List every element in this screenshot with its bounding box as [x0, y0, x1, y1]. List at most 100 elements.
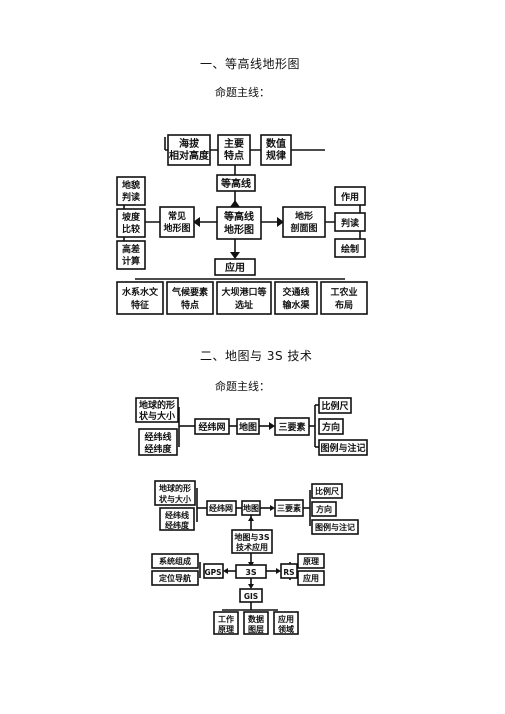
node-landform	[116, 176, 146, 206]
node-earth-shape-line2: 状与大小	[139, 410, 175, 422]
node-system-composition	[151, 553, 199, 569]
node-hydrology	[116, 281, 164, 315]
section2-subtitle: 命题主线：	[215, 380, 270, 393]
node-gis-data	[243, 611, 269, 635]
node-gis-label: GIS	[244, 592, 258, 601]
node-b-three-elements-label: 三要素	[277, 503, 301, 513]
node-slope	[116, 208, 146, 238]
node-application-label: 应用	[225, 261, 245, 274]
node-site-selection-line2: 选址	[235, 299, 253, 311]
node-height-diff	[116, 240, 146, 270]
node-positioning-label: 定位导航	[158, 573, 191, 583]
node-site-selection-line1: 大坝港口等	[221, 286, 266, 298]
node-earth-shape-line1: 地球的形	[139, 399, 175, 411]
node-b-scale	[311, 483, 343, 499]
node-gis-work-line1: 工作	[218, 614, 234, 624]
section2-title: 二、地图与 3S 技术	[200, 349, 313, 363]
node-purpose	[334, 186, 366, 206]
node-b-earth-shape-line2: 状与大小	[159, 494, 191, 504]
node-direction	[318, 418, 344, 435]
node-b-legend-label: 图例与注记	[315, 522, 355, 532]
node-landform-line1: 地貌	[122, 179, 140, 191]
node-rs	[280, 563, 298, 579]
node-b-legend	[311, 519, 359, 535]
node-lat-long-line2: 经纬度	[144, 443, 172, 455]
node-transport	[274, 281, 318, 315]
node-map-3s	[231, 529, 273, 554]
node-features-line1: 主要	[224, 137, 244, 150]
node-climate-line1: 气候要素	[171, 286, 208, 298]
node-gis-field	[273, 611, 299, 635]
node-gis-field-line2: 领域	[278, 624, 294, 634]
node-contour-map-line2: 地形图	[224, 223, 254, 236]
node-site-selection	[216, 281, 272, 315]
node-b-grid	[206, 500, 237, 516]
node-gps	[203, 563, 224, 579]
node-b-scale-label: 比例尺	[315, 486, 339, 496]
node-profile-line1: 地形	[295, 210, 313, 222]
node-b-map-label: 地图	[243, 503, 259, 513]
node-profile-line2: 剖面图	[290, 222, 317, 234]
node-rs-label: RS	[283, 568, 294, 577]
node-industry-line1: 工农业	[330, 286, 357, 298]
node-hydrology-line2: 特征	[131, 299, 149, 311]
node-b-direction-label: 方向	[316, 504, 332, 514]
node-transport-line1: 交通线	[282, 286, 309, 298]
node-map-3s-line1: 地图与3S	[234, 532, 270, 542]
node-legend	[318, 439, 368, 456]
node-b-lat-long	[159, 507, 195, 531]
node-features-line2: 特点	[224, 149, 244, 162]
node-application	[214, 258, 256, 276]
3s-technology-diagram: 地球的形 状与大小 经纬线 经纬度 经纬网 地图 三要素 比例尺 方向 图例与注…	[150, 478, 362, 638]
node-rs-principle	[297, 553, 325, 569]
node-values-line1: 数值	[266, 137, 286, 150]
node-grid-label: 经纬网	[198, 421, 225, 433]
node-b-earth-shape	[154, 480, 196, 506]
node-contour-line	[216, 174, 256, 192]
node-three-elements	[274, 417, 310, 436]
node-values	[260, 134, 292, 166]
node-industry-line2: 布局	[334, 299, 353, 311]
node-altitude-line1: 海拔	[179, 137, 200, 150]
node-positioning	[151, 570, 199, 586]
node-lat-long	[138, 428, 178, 456]
node-contour-map	[216, 206, 262, 240]
node-purpose-label: 作用	[341, 191, 359, 203]
section1-subtitle: 命题主线：	[215, 86, 270, 99]
node-climate	[166, 281, 214, 315]
map-elements-diagram: 地球的形 状与大小 经纬线 经纬度 经纬网 地图 三要素 比例尺 方向 图例与注…	[133, 395, 371, 461]
node-draw	[334, 238, 366, 258]
node-3s-label: 3S	[245, 568, 257, 577]
node-lat-long-line1: 经纬线	[144, 431, 171, 443]
node-gis-work	[213, 611, 239, 635]
node-gis-field-line1: 应用	[278, 614, 294, 624]
section1-title: 一、等高线地形图	[200, 57, 301, 71]
node-gps-label: GPS	[204, 568, 221, 577]
node-rs-principle-label: 原理	[303, 557, 319, 566]
node-common-map-line2: 地形图	[163, 222, 190, 234]
node-rs-application-label: 应用	[303, 573, 319, 583]
node-three-elements-label: 三要素	[278, 421, 305, 433]
node-map	[236, 418, 260, 435]
node-b-three-elements	[274, 499, 304, 517]
node-height-diff-line2: 计算	[122, 255, 140, 267]
node-map-label: 地图	[239, 421, 257, 433]
node-profile	[282, 206, 326, 238]
node-system-composition-label: 系统组成	[159, 556, 191, 566]
node-scale	[318, 397, 352, 414]
node-climate-line2: 特点	[181, 299, 199, 311]
node-grid	[194, 418, 230, 435]
node-gis	[239, 588, 263, 603]
node-transport-line2: 输水渠	[282, 299, 310, 311]
node-hydrology-line1: 水系水文	[122, 286, 159, 298]
node-features	[217, 134, 251, 166]
node-interpret-label: 判读	[341, 217, 359, 229]
node-industry	[320, 281, 368, 315]
node-b-direction	[311, 501, 337, 517]
node-legend-label: 图例与注记	[320, 442, 365, 454]
node-draw-label: 绘制	[341, 243, 359, 255]
node-gis-data-line2: 图层	[248, 625, 264, 634]
node-gis-work-line2: 原理	[218, 625, 234, 634]
node-map-3s-line2: 技术应用	[236, 542, 268, 552]
node-landform-line2: 判读	[122, 191, 140, 203]
